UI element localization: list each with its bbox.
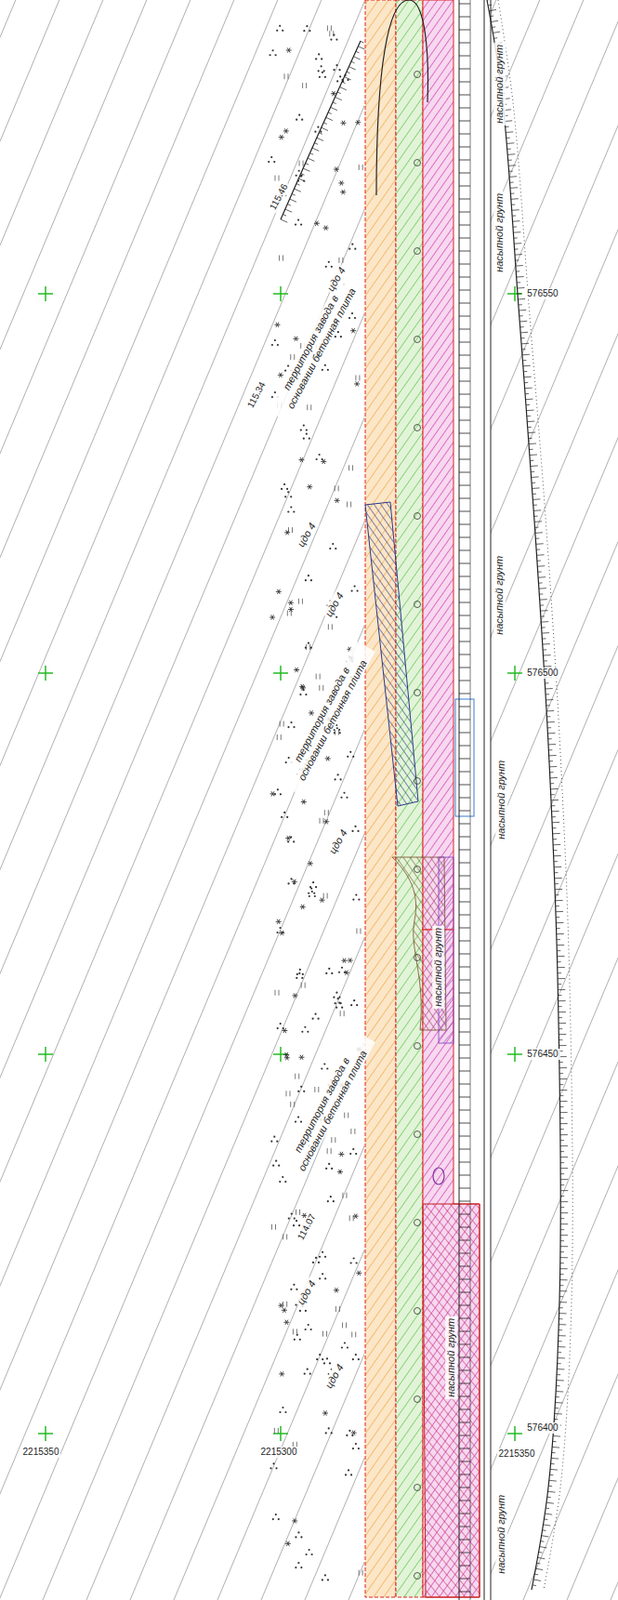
coordinate-label: 576500 <box>525 667 560 679</box>
railway <box>459 0 491 1600</box>
area-note: территория завода в основании бетонная п… <box>267 268 365 423</box>
coordinate-label: 2215350 <box>497 1447 538 1460</box>
soil-note: насыпной грунт <box>494 41 507 125</box>
slope-edge <box>498 0 573 1590</box>
soil-note: насыпной грунт <box>494 552 507 636</box>
elevation-mark: 115.46 <box>266 180 291 213</box>
tree-note: цдо 4 <box>294 1275 320 1308</box>
coordinate-label: 576400 <box>525 1421 560 1434</box>
coordinate-label: 576450 <box>525 1048 560 1060</box>
soil-note: насыпной грунт <box>494 190 507 274</box>
area-note: территория завода в основании бетонная п… <box>278 640 376 795</box>
soil-note: насыпной грунт <box>446 1314 459 1398</box>
elevation-mark: 115.34 <box>244 378 269 411</box>
ground-hatch <box>0 0 365 1600</box>
slope-line <box>486 0 568 1590</box>
tree-note: цдо 4 <box>322 588 348 620</box>
coordinate-label: 2215300 <box>259 1446 300 1458</box>
tree-note: цдо 4 <box>326 825 352 857</box>
soil-note: насыпной грунт <box>433 924 446 1008</box>
coordinate-label: 2215350 <box>21 1446 62 1458</box>
soil-note: насыпной грунт <box>496 1491 509 1575</box>
elevation-mark: 114.07 <box>294 1209 319 1243</box>
soil-note: насыпной грунт <box>496 757 509 841</box>
vegetation-symbol <box>267 25 363 1581</box>
slope-line <box>280 40 366 223</box>
ground-hatch <box>490 0 618 1600</box>
tree-note: цдо 4 <box>294 518 320 551</box>
area-note: территория завода в основании бетонная п… <box>278 1030 376 1185</box>
tree-note: цдо 4 <box>322 1359 348 1392</box>
zone-band <box>365 0 480 1597</box>
coordinate-label: 576550 <box>525 288 560 300</box>
